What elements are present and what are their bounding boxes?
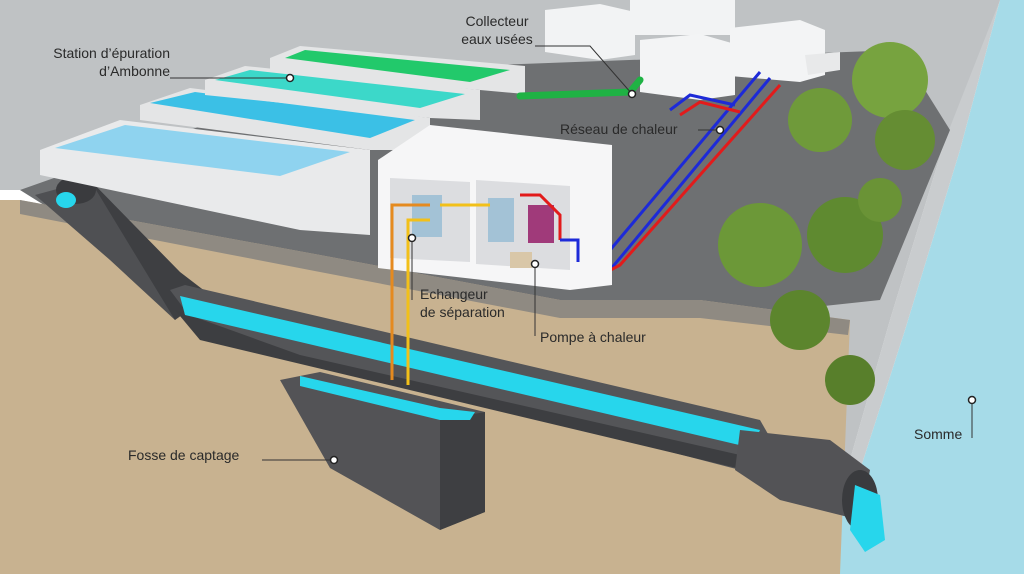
machine-house (378, 125, 612, 290)
label-fosse: Fosse de captage (128, 447, 240, 463)
label-reseau: Réseau de chaleur (560, 121, 678, 137)
ground-edge (20, 200, 850, 335)
label-echangeur-line1: Echangeur (420, 286, 488, 302)
leader-lines (170, 45, 973, 461)
label-station-line1: Station d’épuration (53, 45, 170, 61)
label-station-line2: d’Ambonne (99, 63, 170, 79)
label-collecteur-line1: Collecteur (465, 13, 529, 29)
label-echangeur: Echangeur de séparation (420, 285, 505, 321)
label-collecteur: Collecteur eaux usées (452, 12, 542, 48)
river-somme (820, 0, 1024, 574)
fosse-de-captage (280, 372, 485, 530)
collecteur-leader (535, 45, 633, 95)
label-somme: Somme (914, 426, 963, 442)
label-pompe: Pompe à chaleur (540, 329, 646, 345)
leader-dots (285, 73, 977, 465)
treatment-basins (40, 46, 525, 235)
trees (718, 42, 935, 405)
exchanger-loops (390, 193, 580, 385)
label-station: Station d’épuration d’Ambonne (20, 44, 170, 80)
label-collecteur-line2: eaux usées (461, 31, 533, 47)
outfall-pipe (35, 176, 885, 552)
river-bank (808, 0, 1000, 574)
label-echangeur-line2: de séparation (420, 304, 505, 320)
